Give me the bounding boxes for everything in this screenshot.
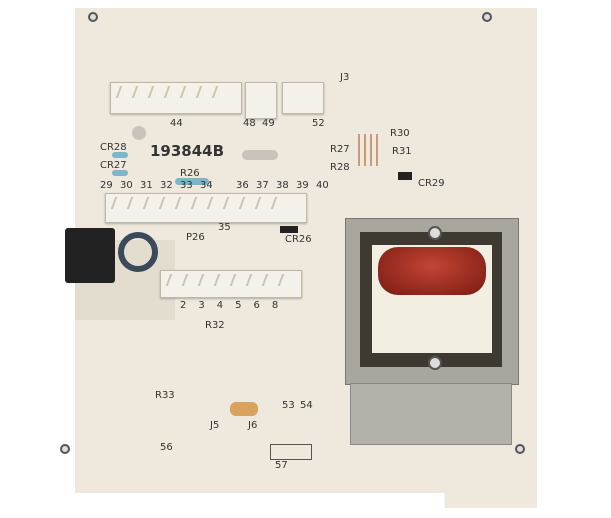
- audio-jack: [65, 228, 115, 283]
- diode-cr28: [112, 152, 128, 158]
- label-r31: R31: [392, 146, 412, 157]
- pin-53: 53: [282, 400, 295, 411]
- pin-label: 6: [253, 300, 260, 311]
- part-number: 193844B: [150, 142, 225, 160]
- label-r33: R33: [155, 390, 175, 401]
- label-r26: R26: [180, 168, 200, 179]
- pin-label: 31: [140, 180, 153, 191]
- pin-label: 37: [256, 180, 269, 191]
- connector-top-left: [110, 82, 242, 114]
- diode-cr26: [280, 226, 298, 233]
- label-r30: R30: [390, 128, 410, 139]
- board-slot: [242, 150, 278, 160]
- screw: [428, 356, 442, 370]
- label-r27: R27: [330, 144, 350, 155]
- pin-label: 34: [200, 180, 213, 191]
- label-cr28: CR28: [100, 142, 127, 153]
- label-r32: R32: [205, 320, 225, 331]
- pin-54: 54: [300, 400, 313, 411]
- pin-49: 49: [262, 118, 275, 129]
- pin-label: 38: [276, 180, 289, 191]
- pin-label: 39: [296, 180, 309, 191]
- diode-cr29: [398, 172, 412, 180]
- pin-label: 29: [100, 180, 113, 191]
- wire-loop: [118, 232, 158, 272]
- label-j3: J3: [340, 72, 350, 83]
- pin-label: 40: [316, 180, 329, 191]
- connector-lower: [160, 270, 302, 298]
- pin-label: 30: [120, 180, 133, 191]
- label-cr26: CR26: [285, 234, 312, 245]
- label-r28: R28: [330, 162, 350, 173]
- pin-44: 44: [170, 118, 183, 129]
- pin-52: 52: [312, 118, 325, 129]
- mounting-foot: [350, 383, 512, 445]
- mounting-hole: [482, 12, 492, 22]
- screw: [428, 226, 442, 240]
- label-cr27: CR27: [100, 160, 127, 171]
- mounting-hole: [60, 444, 70, 454]
- pin-label: 5: [235, 300, 242, 311]
- label-j6: J6: [248, 420, 258, 431]
- label-j5: J5: [210, 420, 220, 431]
- diode-cr27: [112, 170, 128, 176]
- connector-middle: [105, 193, 307, 223]
- copper-coil: [378, 247, 486, 295]
- resistor-array: [358, 134, 382, 166]
- board-hole: [132, 126, 146, 140]
- mounting-hole: [88, 12, 98, 22]
- pin-number-row: 29 30 31 32 33 34 36 37 38 39 40: [100, 180, 334, 191]
- pin-label: 3: [198, 300, 205, 311]
- mounting-hole: [515, 444, 525, 454]
- resistor-r26: [175, 178, 209, 185]
- pin-label: 33: [180, 180, 193, 191]
- connector-j3: [282, 82, 324, 114]
- label-cr29: CR29: [418, 178, 445, 189]
- label-p26: P26: [186, 232, 205, 243]
- pin-56: 56: [160, 442, 173, 453]
- pin-label: 36: [236, 180, 249, 191]
- pin-48: 48: [243, 118, 256, 129]
- pin-label: 32: [160, 180, 173, 191]
- capacitor: [230, 402, 258, 416]
- connector-48-49: [245, 82, 277, 119]
- lower-pin-numbers: 2 3 4 5 6 8: [180, 300, 278, 311]
- pin-header: [270, 444, 312, 460]
- pin-35: 35: [218, 222, 231, 233]
- pin-label: 8: [271, 300, 279, 311]
- pin-label: 2: [180, 300, 187, 311]
- pin-57: 57: [275, 460, 288, 471]
- pin-label: 4: [216, 300, 224, 311]
